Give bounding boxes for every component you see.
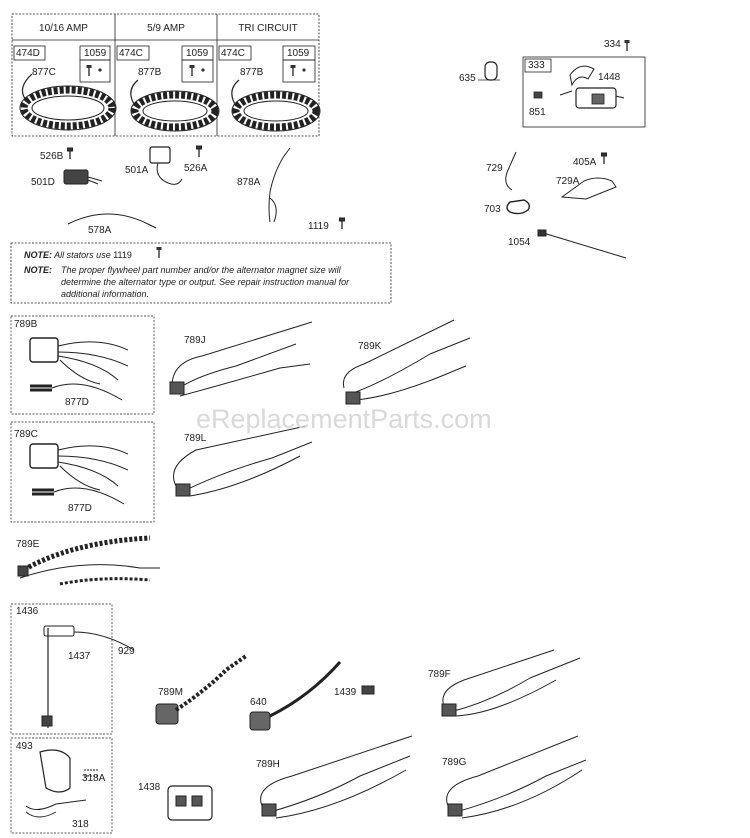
part-label-789c: 789C (14, 429, 38, 440)
stator-header-tri-circuit: TRI CIRCUIT (238, 23, 298, 34)
part-label-318: 318 (72, 819, 89, 830)
part-label-1438: 1438 (138, 782, 161, 793)
part-label-789l: 789L (184, 433, 207, 444)
part-label-493: 493 (16, 741, 33, 752)
note-label: NOTE: (24, 250, 52, 260)
stator-header-5-9-amp: 5/9 AMP (147, 23, 185, 34)
part-label-789f: 789F (428, 669, 451, 680)
stator-header-10-16-amp: 10/16 AMP (39, 23, 88, 34)
part-label-789h: 789H (256, 759, 280, 770)
part-label-729a: 729A (556, 176, 580, 187)
note-part: 1119 (113, 250, 132, 260)
screw-icon (85, 64, 93, 77)
part-label-1059: 1059 (84, 48, 107, 59)
part-label-1059: 1059 (186, 48, 209, 59)
part-label-789b: 789B (14, 319, 38, 330)
wiring-harness (155, 319, 587, 819)
part-label-501d: 501D (31, 177, 55, 188)
note-text: All stators use (54, 250, 111, 260)
part-label-878a: 878A (237, 177, 261, 188)
part-label-526a: 526A (184, 163, 208, 174)
stator-ring-icon (130, 79, 220, 132)
part-label-789m: 789M (158, 687, 184, 698)
regulator-assembly (478, 56, 646, 128)
part-label-789g: 789G (442, 757, 467, 768)
part-label-405a: 405A (573, 157, 597, 168)
note-line-2-text: The proper flywheel part number and/or t… (61, 265, 350, 299)
part-label-789k: 789K (358, 341, 382, 352)
connector-harness (29, 337, 129, 505)
stator-ring-icon (231, 79, 321, 132)
part-label-877b: 877B (138, 67, 162, 78)
regulator-parts (63, 145, 346, 230)
part-label-877d: 877D (68, 503, 92, 514)
note-line-2-label: NOTE: (24, 264, 86, 276)
part-label-1054: 1054 (508, 237, 531, 248)
part-label-334: 334 (604, 39, 621, 50)
note-label: NOTE: (24, 265, 52, 275)
part-label-1439: 1439 (334, 687, 357, 698)
screw-icon (623, 39, 631, 52)
part-label-729: 729 (486, 163, 503, 174)
note-box (10, 242, 392, 304)
part-label-501a: 501A (125, 165, 149, 176)
part-label-640: 640 (250, 697, 267, 708)
part-label-877c: 877C (32, 67, 56, 78)
part-label-318a: 318A (82, 773, 106, 784)
part-label-789e: 789E (16, 539, 40, 550)
note-line-1: NOTE: All stators use 1119 (24, 249, 384, 261)
part-label-703: 703 (484, 204, 501, 215)
part-label-789j: 789J (184, 335, 206, 346)
part-label-474c: 474C (119, 48, 143, 59)
misc-parts (505, 151, 627, 259)
screw-icon (188, 64, 196, 77)
group-boxes (10, 315, 155, 834)
part-label-1448: 1448 (598, 72, 621, 83)
connector-harness (17, 535, 160, 586)
part-label-877b: 877B (240, 67, 264, 78)
watermark: eReplacementParts.com (196, 404, 492, 434)
part-label-474c: 474C (221, 48, 245, 59)
part-label-877d: 877D (65, 397, 89, 408)
part-label-635: 635 (459, 73, 476, 84)
part-label-851: 851 (529, 107, 546, 118)
part-label-526b: 526B (40, 151, 64, 162)
part-label-929: 929 (118, 646, 135, 657)
stator-panel (11, 13, 320, 137)
part-label-1059: 1059 (287, 48, 310, 59)
part-label-578a: 578A (88, 225, 112, 236)
screw-icon (289, 64, 297, 77)
part-label-1119: 1119 (308, 221, 329, 232)
part-label-333: 333 (528, 60, 545, 71)
misc-parts (25, 625, 213, 821)
part-label-474d: 474D (16, 48, 40, 59)
part-label-1436: 1436 (16, 606, 39, 617)
stator-ring-icon (19, 73, 117, 131)
part-label-1437: 1437 (68, 651, 91, 662)
